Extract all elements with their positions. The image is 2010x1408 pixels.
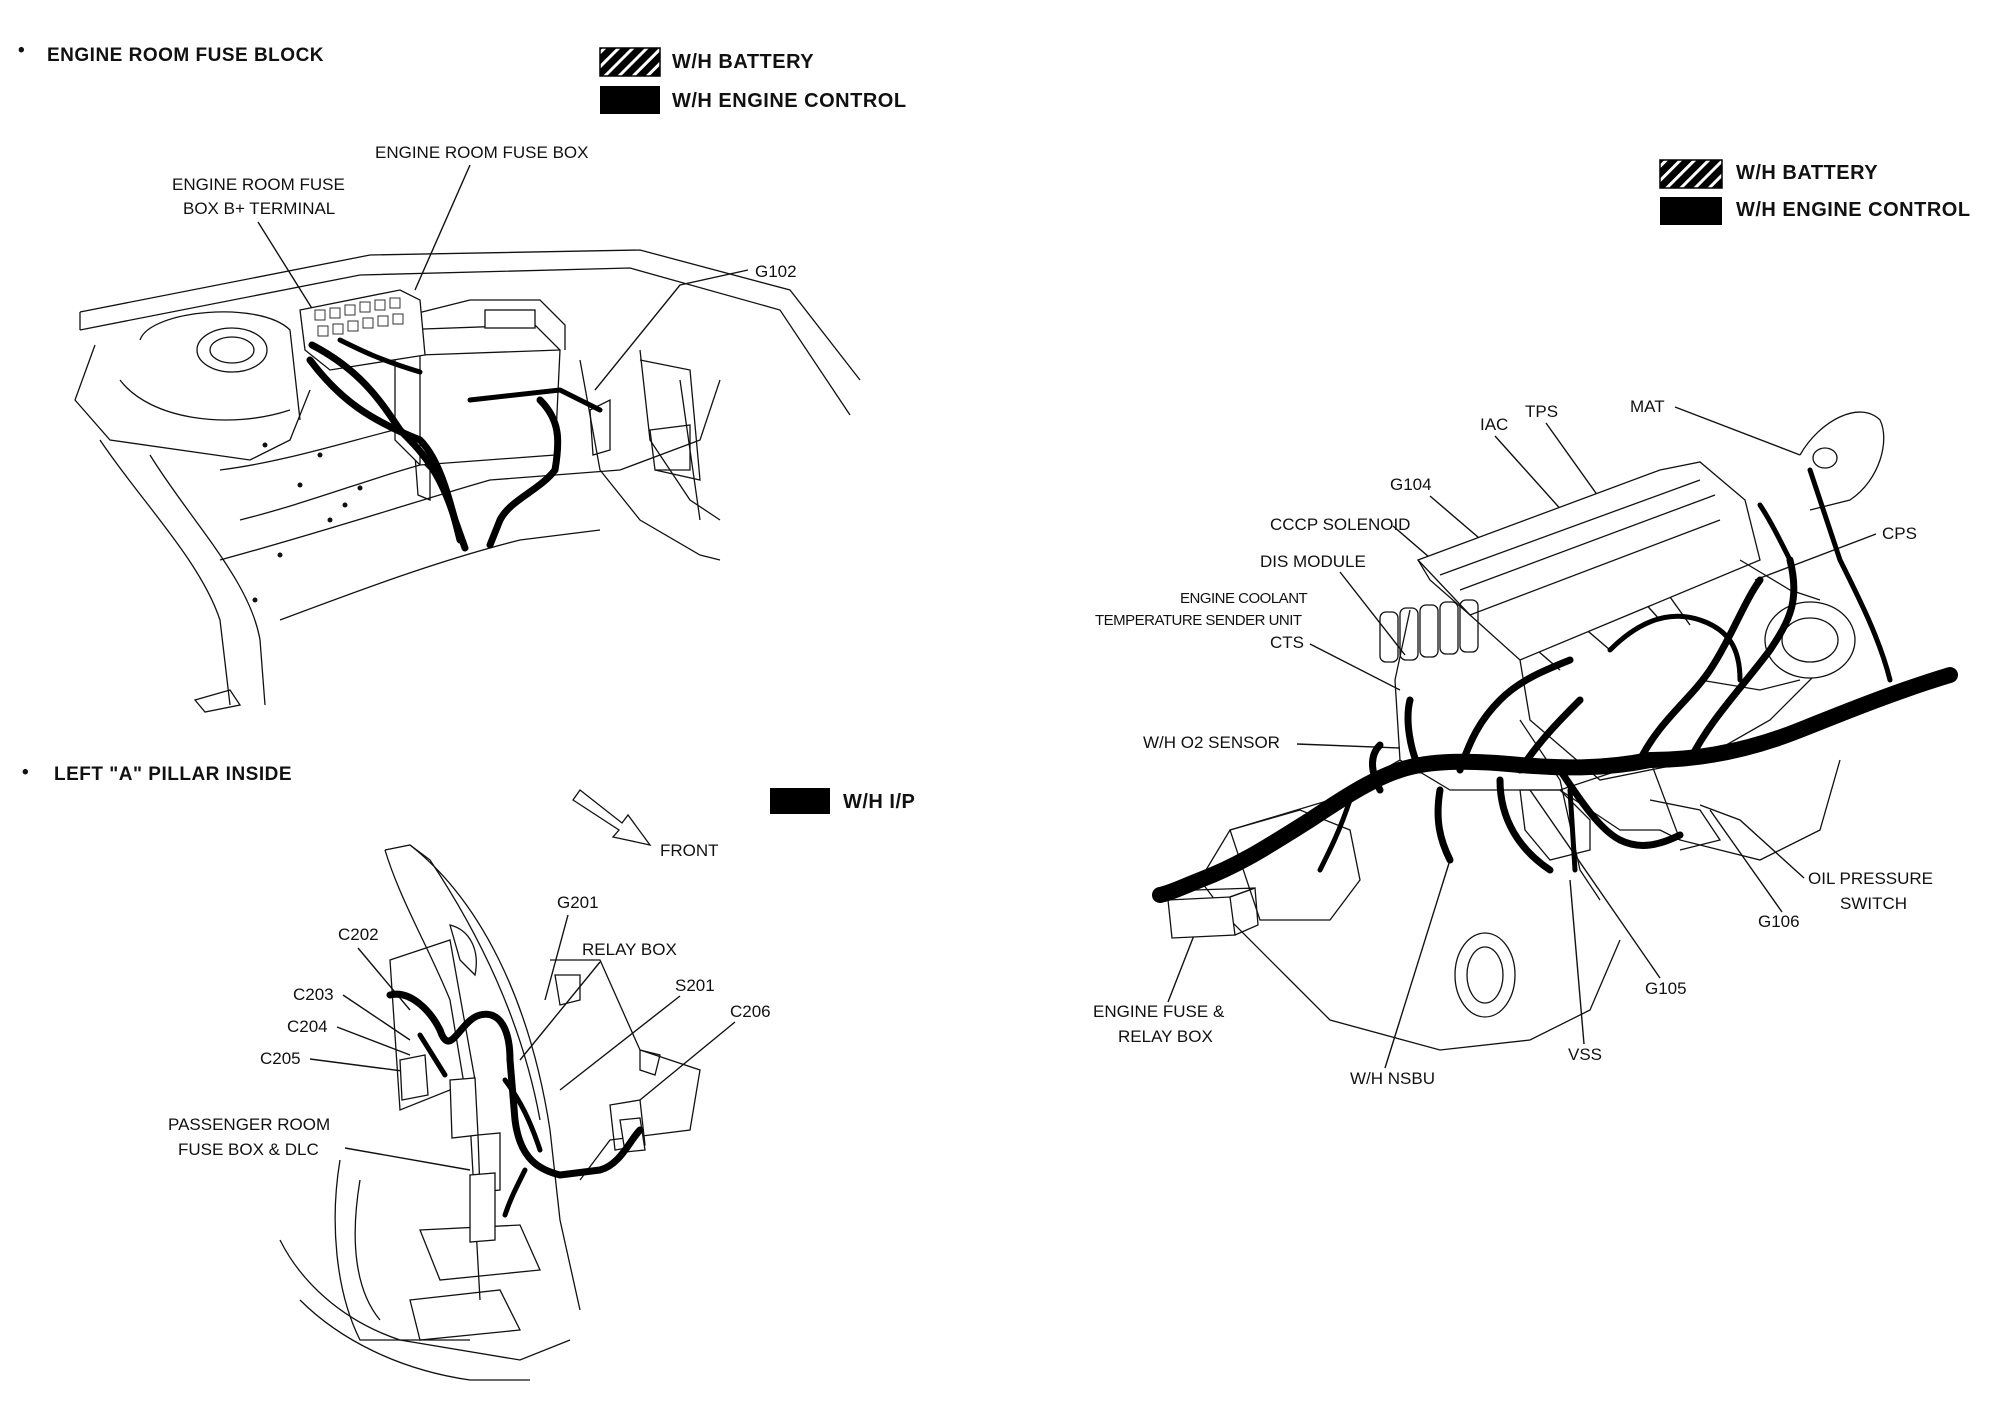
label-s201: S201 bbox=[675, 976, 715, 995]
label-w-h-o2-sensor: W/H O2 SENSOR bbox=[1143, 733, 1280, 752]
legend-engine-battery-label: W/H BATTERY bbox=[1736, 162, 1878, 184]
label-dis-module: DIS MODULE bbox=[1260, 552, 1366, 571]
legend-top-left: W/H BATTERY W/H ENGINE CONTROL bbox=[599, 47, 907, 114]
label-g201: G201 bbox=[557, 893, 599, 912]
leader-cts bbox=[1309, 643, 1401, 691]
label-c202: C202 bbox=[338, 925, 379, 944]
leader-c205 bbox=[309, 1058, 411, 1073]
label-tps: TPS bbox=[1525, 402, 1558, 421]
leader-b-plus bbox=[257, 221, 319, 319]
engine-room-fuse-block-section: • ENGINE ROOM FUSE BLOCK W/H BATTERY W/H… bbox=[18, 40, 907, 713]
label-c203: C203 bbox=[293, 985, 334, 1004]
legend-engine-control-label: W/H ENGINE CONTROL bbox=[672, 90, 907, 112]
label-cts: CTS bbox=[1270, 633, 1304, 652]
legend-engine-battery-swatch bbox=[1659, 159, 1723, 189]
leader-g106 bbox=[1709, 809, 1783, 913]
leader-cps bbox=[1754, 533, 1877, 581]
leader-g102 bbox=[594, 269, 749, 391]
label-c206: C206 bbox=[730, 1002, 771, 1021]
left-a-pillar-section: • LEFT "A" PILLAR INSIDE W/H I/P FRONT G… bbox=[22, 762, 915, 1381]
label-mat: MAT bbox=[1630, 397, 1665, 416]
legend-pillar: W/H I/P bbox=[770, 788, 915, 814]
label-iac: IAC bbox=[1480, 415, 1508, 434]
engine-section: W/H BATTERY W/H ENGINE CONTROL MAT TPS I… bbox=[1093, 159, 1971, 1088]
label-ect-line1: ENGINE COOLANT bbox=[1180, 590, 1308, 607]
label-vss: VSS bbox=[1568, 1045, 1602, 1064]
legend-engine-control-label2: W/H ENGINE CONTROL bbox=[1736, 199, 1971, 221]
front-arrow-icon bbox=[572, 789, 652, 846]
label-relay-box: RELAY BOX bbox=[582, 940, 677, 959]
leader-nsbu bbox=[1384, 859, 1451, 1069]
label-g102: G102 bbox=[755, 262, 797, 281]
leader-o2 bbox=[1296, 743, 1401, 749]
leader-g105 bbox=[1529, 789, 1661, 979]
legend-battery-label: W/H BATTERY bbox=[672, 51, 814, 73]
legend-engine: W/H BATTERY W/H ENGINE CONTROL bbox=[1659, 159, 1971, 225]
label-pass-fuse-line1: PASSENGER ROOM bbox=[168, 1115, 330, 1134]
label-b-plus-terminal-line2: BOX B+ TERMINAL bbox=[183, 199, 335, 218]
a-pillar-drawing bbox=[279, 844, 701, 1381]
legend-battery-swatch bbox=[599, 47, 661, 77]
bullet-marker-2: • bbox=[22, 762, 29, 783]
label-c204: C204 bbox=[287, 1017, 328, 1036]
label-engine-room-fuse-box: ENGINE ROOM FUSE BOX bbox=[375, 143, 588, 162]
label-ect-line2: TEMPERATURE SENDER UNIT bbox=[1095, 612, 1302, 629]
label-oil-pressure-line1: OIL PRESSURE bbox=[1808, 869, 1933, 888]
engine-room-body-drawing bbox=[74, 249, 861, 713]
engine-room-harness-wires bbox=[306, 337, 603, 552]
label-front: FRONT bbox=[660, 841, 719, 860]
leader-c203 bbox=[342, 994, 411, 1041]
leader-dis bbox=[1339, 571, 1406, 656]
leader-c206 bbox=[639, 1021, 736, 1101]
leader-c202 bbox=[357, 947, 411, 1011]
leader-vss bbox=[1569, 879, 1585, 1045]
label-g105: G105 bbox=[1645, 979, 1687, 998]
legend-ip-label: W/H I/P bbox=[843, 791, 915, 813]
bullet-marker: • bbox=[18, 40, 25, 61]
leader-pass-fuse bbox=[344, 1147, 471, 1171]
label-cccp-solenoid: CCCP SOLENOID bbox=[1270, 515, 1410, 534]
leader-oil-pressure bbox=[1699, 804, 1805, 879]
legend-engine-control-swatch bbox=[600, 86, 660, 114]
leader-fuse-box bbox=[414, 164, 471, 291]
section-title-a-pillar: LEFT "A" PILLAR INSIDE bbox=[54, 764, 292, 785]
label-oil-pressure-line2: SWITCH bbox=[1840, 894, 1907, 913]
leader-relay-box bbox=[519, 961, 601, 1061]
leader-g201 bbox=[544, 914, 569, 1001]
legend-ip-swatch bbox=[770, 788, 830, 814]
label-c205: C205 bbox=[260, 1049, 301, 1068]
leader-mat bbox=[1674, 406, 1801, 456]
leader-c204 bbox=[336, 1026, 411, 1056]
label-b-plus-terminal-line1: ENGINE ROOM FUSE bbox=[172, 175, 345, 194]
ip-harness-wires bbox=[386, 990, 644, 1218]
label-engine-fuse-line2: RELAY BOX bbox=[1118, 1027, 1213, 1046]
label-g104: G104 bbox=[1390, 475, 1432, 494]
label-w-h-nsbu: W/H NSBU bbox=[1350, 1069, 1435, 1088]
label-pass-fuse-line2: FUSE BOX & DLC bbox=[178, 1140, 319, 1159]
label-engine-fuse-line1: ENGINE FUSE & bbox=[1093, 1002, 1225, 1021]
engine-harness-wires bbox=[1152, 467, 1958, 903]
label-cps: CPS bbox=[1882, 524, 1917, 543]
legend-engine-control-swatch2 bbox=[1660, 197, 1722, 225]
label-g106: G106 bbox=[1758, 912, 1800, 931]
section-title-fuse-block: ENGINE ROOM FUSE BLOCK bbox=[47, 45, 324, 66]
leader-s201 bbox=[559, 995, 681, 1091]
